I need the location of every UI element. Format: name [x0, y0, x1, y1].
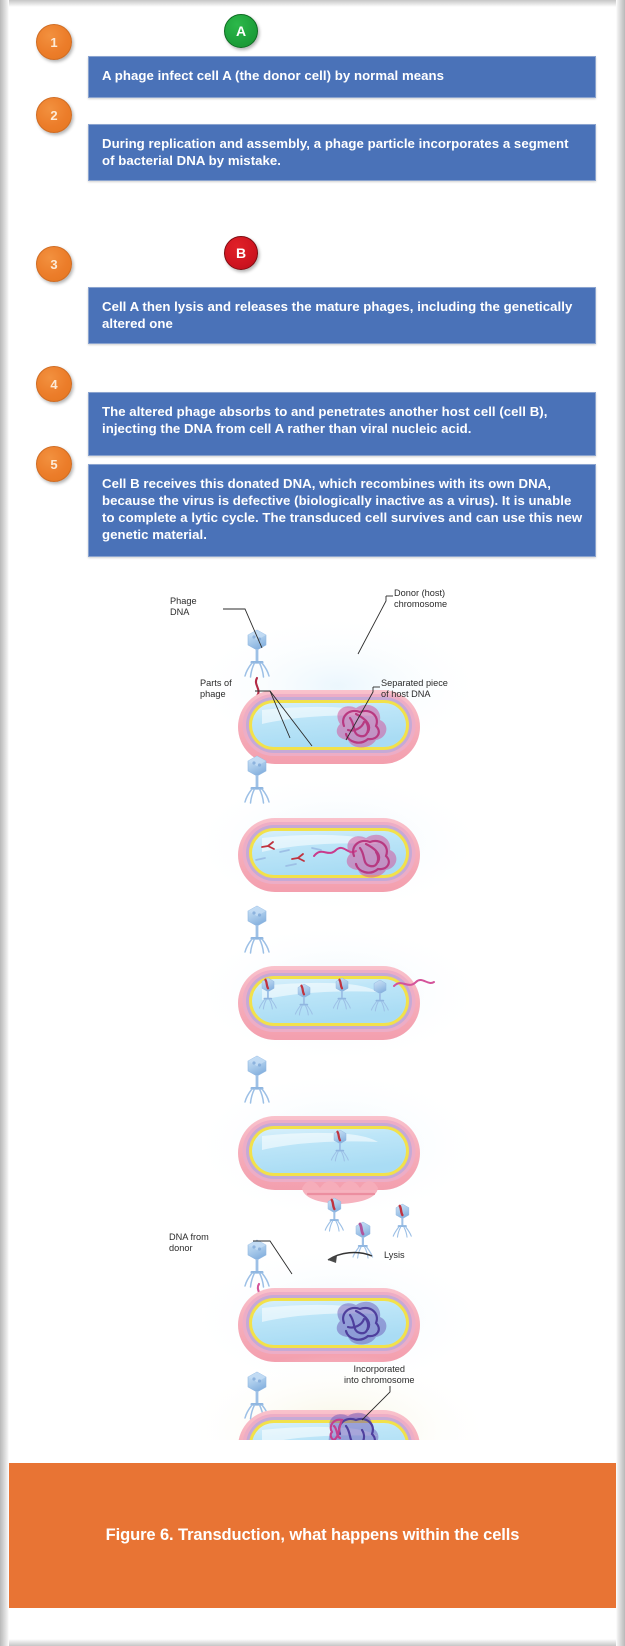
- step-box-4: The altered phage absorbs to and penetra…: [88, 392, 596, 456]
- label-donor-host-chromosome-line2: chromosome: [394, 598, 448, 609]
- figure-caption-text: Figure 6. Transduction, what happens wit…: [105, 1526, 520, 1544]
- step-number-3-label: 3: [50, 256, 58, 272]
- label-dna-from-donor-line2: donor: [169, 1242, 193, 1253]
- step-box-5-text: Cell B receives this donated DNA, which …: [102, 476, 583, 543]
- cell-a-badge-label: A: [235, 23, 247, 39]
- label-dna-from-donor: DNA from donor: [169, 1232, 209, 1254]
- step-number-5-label: 5: [50, 456, 58, 472]
- label-lysis-line1: Lysis: [384, 1250, 405, 1260]
- transduction-diagram: Phage DNA Donor (host) chromosome Parts …: [150, 568, 480, 1440]
- label-separated-piece-of-host-dna-line2: of host DNA: [381, 688, 431, 699]
- page-frame-right: [616, 0, 625, 1646]
- step-box-2: During replication and assembly, a phage…: [88, 124, 596, 181]
- step-number-2-label: 2: [50, 107, 58, 123]
- label-incorporated-into-chromosome-line2: into chromosome: [344, 1374, 415, 1385]
- label-parts-of-phage-line1: Parts of: [200, 678, 232, 688]
- step-box-3: Cell A then lysis and releases the matur…: [88, 287, 596, 344]
- cell-a-badge: A: [224, 14, 258, 48]
- label-donor-host-chromosome: Donor (host) chromosome: [394, 588, 447, 610]
- step-number-2: 2: [36, 97, 72, 133]
- step-box-1-text: A phage infect cell A (the donor cell) b…: [102, 68, 444, 83]
- step-number-4: 4: [36, 366, 72, 402]
- label-separated-piece-of-host-dna-line1: Separated piece: [381, 678, 448, 688]
- label-phage-dna: Phage DNA: [170, 596, 197, 618]
- step-box-3-text: Cell A then lysis and releases the matur…: [102, 299, 573, 332]
- page-frame-left: [0, 0, 9, 1646]
- label-incorporated-into-chromosome-line1: Incorporated: [353, 1364, 406, 1374]
- page-frame-top: [0, 0, 625, 7]
- label-parts-of-phage-line2: phage: [200, 688, 226, 699]
- step-number-4-label: 4: [50, 376, 58, 392]
- step-box-5: Cell B receives this donated DNA, which …: [88, 464, 596, 557]
- page-frame-bottom: [0, 1639, 625, 1646]
- transduction-diagram-svg: [182, 614, 480, 1440]
- step-number-5: 5: [36, 446, 72, 482]
- label-lysis: Lysis: [384, 1250, 405, 1261]
- label-phage-dna-line1: Phage: [170, 596, 197, 606]
- step-number-3: 3: [36, 246, 72, 282]
- label-separated-piece-of-host-dna: Separated piece of host DNA: [381, 678, 448, 700]
- cell-b-badge: B: [224, 236, 258, 270]
- label-phage-dna-line2: DNA: [170, 606, 190, 617]
- label-dna-from-donor-line1: DNA from: [169, 1232, 209, 1242]
- label-donor-host-chromosome-line1: Donor (host): [394, 588, 446, 598]
- step-box-1: A phage infect cell A (the donor cell) b…: [88, 56, 596, 98]
- step-box-2-text: During replication and assembly, a phage…: [102, 136, 569, 169]
- step-number-1: 1: [36, 24, 72, 60]
- step-box-4-text: The altered phage absorbs to and penetra…: [102, 404, 548, 437]
- label-parts-of-phage: Parts of phage: [200, 678, 232, 700]
- step-number-1-label: 1: [50, 34, 58, 50]
- cell-b-badge-label: B: [235, 245, 247, 261]
- label-incorporated-into-chromosome: Incorporated into chromosome: [344, 1364, 414, 1386]
- figure-caption-bar: Figure 6. Transduction, what happens wit…: [9, 1463, 616, 1608]
